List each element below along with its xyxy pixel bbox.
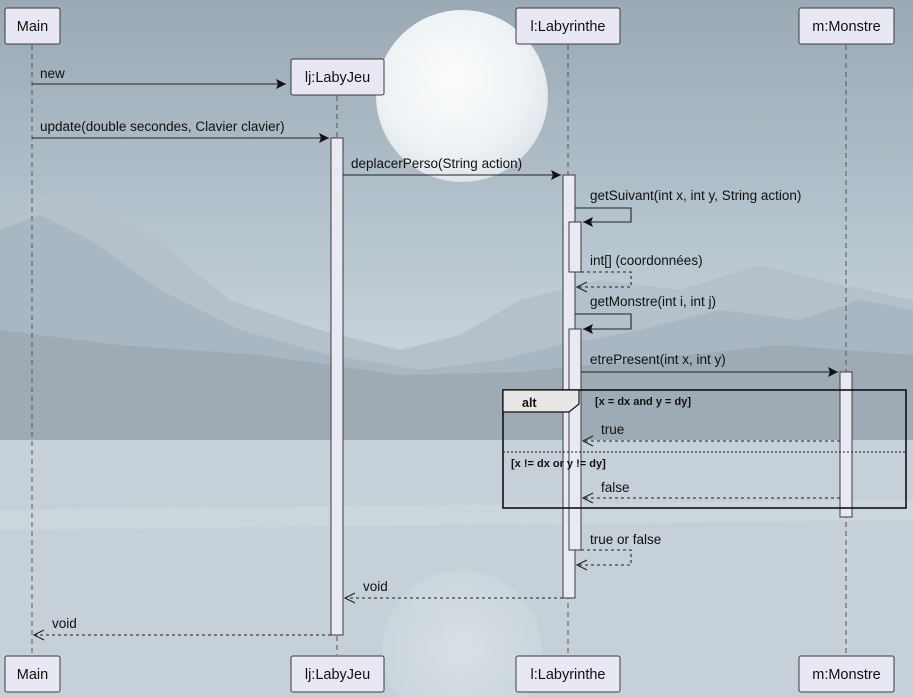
activation-lj <box>330 137 344 636</box>
participant-label: l:Labyrinthe <box>531 667 606 683</box>
return-void-main-label: void <box>52 616 77 631</box>
participant-label: m:Monstre <box>812 19 881 35</box>
message-get-monstre-label: getMonstre(int i, int j) <box>590 294 716 309</box>
return-true-label: true <box>601 422 624 437</box>
arrowhead <box>583 217 593 227</box>
return-coordonnees-label: int[] (coordonnées) <box>590 253 703 268</box>
activation-l-get-monstre <box>568 328 582 551</box>
participant-label: lj:LabyJeu <box>305 667 370 683</box>
arrowhead <box>276 79 286 89</box>
participant-main-top: Main <box>4 7 61 45</box>
participant-l-top: l:Labyrinthe <box>515 7 621 45</box>
open-arrowhead <box>343 592 356 604</box>
alt-guard-1: [x = dx and y = dy] <box>595 396 691 408</box>
arrowhead <box>319 133 329 143</box>
participant-main-bottom: Main <box>4 655 61 693</box>
message-get-suivant-line <box>575 207 632 223</box>
arrowhead <box>828 367 838 377</box>
message-etre-present-label: etrePresent(int x, int y) <box>590 352 726 367</box>
arrowhead <box>583 324 593 334</box>
participant-m-top: m:Monstre <box>798 7 895 45</box>
participant-label: lj:LabyJeu <box>305 70 370 86</box>
participant-m-bottom: m:Monstre <box>798 655 895 693</box>
alt-guard-2: [x != dx or y != dy] <box>511 458 606 470</box>
participant-label: Main <box>17 667 48 683</box>
open-arrowhead <box>581 492 594 504</box>
message-deplacer-label: deplacerPerso(String action) <box>351 156 522 171</box>
activation-m <box>839 371 853 518</box>
open-arrowhead <box>32 629 45 641</box>
return-void-lj-label: void <box>363 579 388 594</box>
participant-label: l:Labyrinthe <box>531 19 606 35</box>
arrowhead <box>551 170 561 180</box>
return-false-label: false <box>601 480 630 495</box>
participant-lj-top: lj:LabyJeu <box>290 58 385 96</box>
participant-lj-bottom: lj:LabyJeu <box>290 655 385 693</box>
message-new-label: new <box>40 66 65 81</box>
participant-l-bottom: l:Labyrinthe <box>515 655 621 693</box>
open-arrowhead <box>575 281 588 293</box>
alt-keyword: alt <box>522 396 537 410</box>
lifelines <box>31 45 847 655</box>
message-get-suivant-label: getSuivant(int x, int y, String action) <box>590 188 801 203</box>
return-true-or-false-line <box>577 549 632 566</box>
participant-label: m:Monstre <box>812 667 881 683</box>
alt-fragment: alt [x = dx and y = dy] [x != dx or y !=… <box>502 389 907 509</box>
participant-label: Main <box>17 19 48 35</box>
return-coordonnees-line <box>577 271 632 288</box>
open-arrowhead <box>581 435 594 447</box>
message-get-monstre-line <box>575 313 632 330</box>
open-arrowhead <box>575 559 588 571</box>
moon <box>376 10 548 182</box>
activation-l-get-suivant <box>568 221 582 273</box>
message-update-label: update(double secondes, Clavier clavier) <box>40 119 285 134</box>
return-true-or-false-label: true or false <box>590 532 661 547</box>
